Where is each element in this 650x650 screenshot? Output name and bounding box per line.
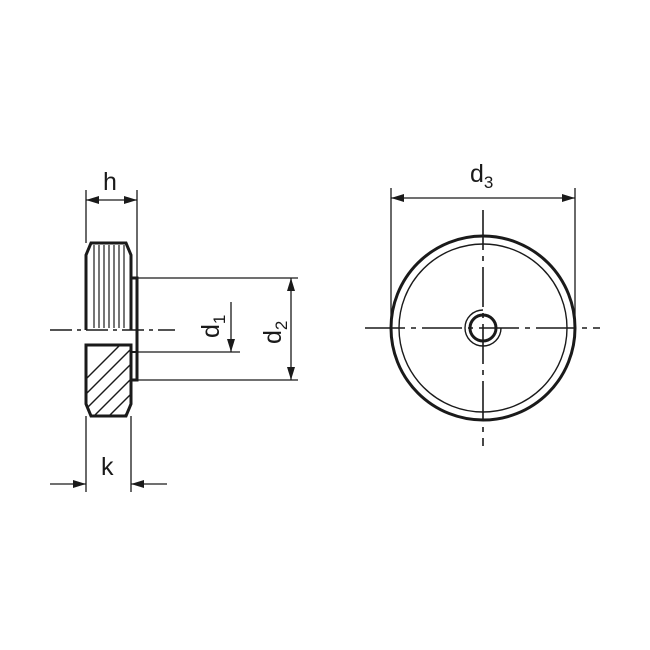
label-d3: d3 — [470, 160, 493, 192]
front-view — [365, 210, 600, 446]
dimension-h — [85, 190, 138, 278]
head-outline-lower — [84, 343, 133, 418]
side-view — [50, 241, 175, 418]
svg-text:d2: d2 — [259, 321, 291, 344]
dimension-d1-d2 — [137, 277, 298, 381]
label-d2-base: d — [259, 330, 287, 344]
knurl-pattern — [93, 245, 125, 328]
label-h: h — [103, 168, 117, 196]
label-d3-base: d — [470, 160, 484, 188]
label-k: k — [101, 453, 114, 481]
label-d1: d1 — [197, 315, 229, 338]
label-d3-sub: 3 — [484, 173, 493, 192]
dimension-d3 — [390, 188, 576, 328]
label-d1-sub: 1 — [210, 315, 229, 324]
section-hatching — [86, 345, 131, 416]
label-d2: d2 — [259, 321, 291, 344]
head-outline-upper — [84, 241, 133, 330]
label-d2-sub: 2 — [272, 321, 291, 330]
dimension-k — [50, 416, 167, 492]
collar-outline — [131, 276, 139, 382]
thread-arc — [464, 309, 502, 347]
svg-text:d1: d1 — [197, 315, 229, 338]
label-d1-base: d — [197, 324, 225, 338]
